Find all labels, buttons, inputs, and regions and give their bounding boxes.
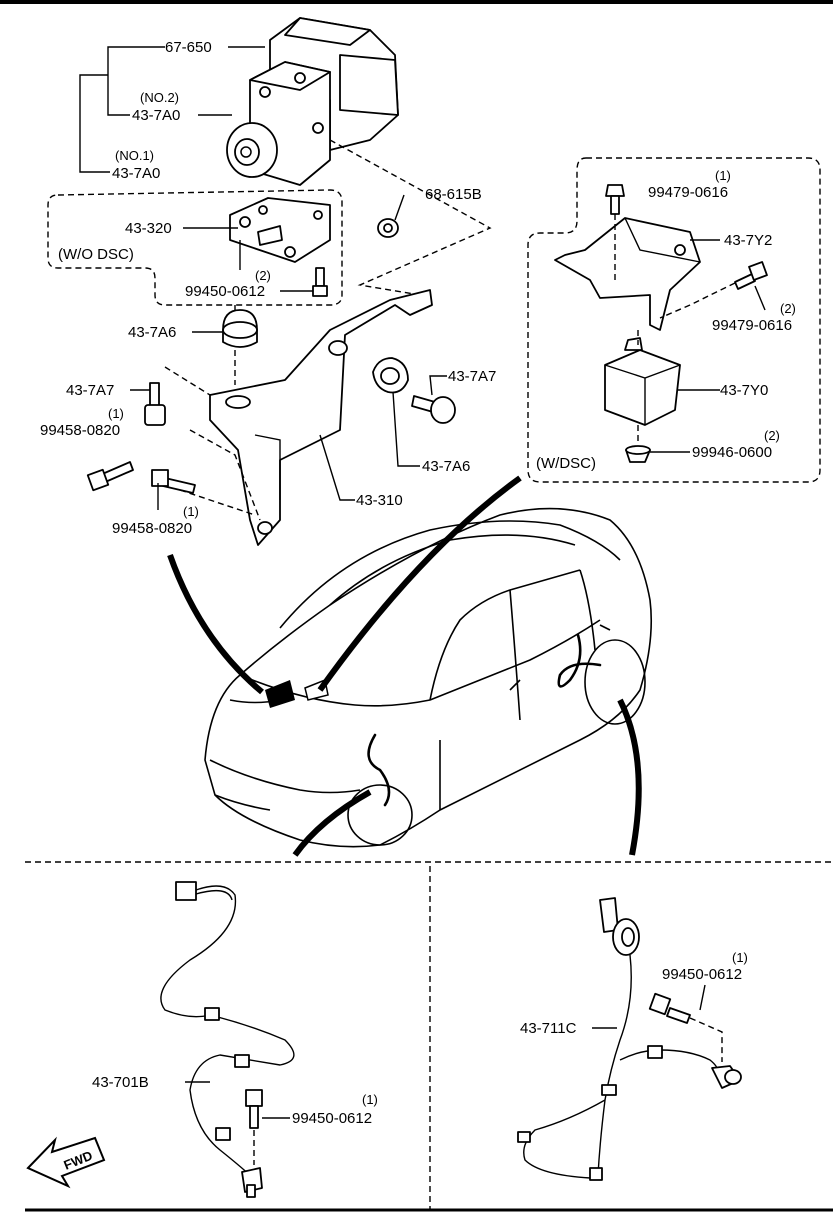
dash-unit-to-bracket (329, 139, 492, 296)
callout-arrow-abs (167, 554, 264, 695)
label-qty-2c: (2) (764, 428, 780, 443)
abs-hydraulic-unit (226, 17, 399, 186)
label-43-7a6-right: 43-7A6 (422, 458, 470, 475)
clip-68-615b (377, 218, 399, 238)
label-99946-0600: 99946-0600 (692, 444, 772, 461)
label-qty-2b: (2) (780, 301, 796, 316)
label-99458-0820-b: 99458-0820 (112, 520, 192, 537)
fwd-arrow-icon: FWD (26, 1136, 106, 1189)
sensor-43-7y0 (604, 337, 681, 426)
label-99479-0616-a: 99479-0616 (648, 184, 728, 201)
label-43-7a0-no2: 43-7A0 (132, 107, 180, 124)
label-99450-0612-b: 99450-0612 (292, 1110, 372, 1127)
label-43-320: 43-320 (125, 220, 172, 237)
bolt-99450-0612-c (648, 992, 691, 1024)
bolt-99450-0612-a (312, 267, 328, 297)
vehicle-outline (204, 507, 653, 848)
leader-lines (79, 46, 766, 510)
label-qty-1e: (1) (732, 950, 748, 965)
label-qty-2a: (2) (255, 268, 271, 283)
label-w-dsc: (W/DSC) (536, 455, 596, 472)
label-43-711c: 43-711C (520, 1020, 577, 1037)
label-68-615b: 68-615B (425, 186, 482, 203)
label-43-7y0: 43-7Y0 (720, 382, 768, 399)
front-wheel-sensor-43-701b (160, 881, 295, 1198)
bracket-43-310 (209, 289, 433, 546)
label-43-7a7-left: 43-7A7 (66, 382, 114, 399)
bolt-99458-0820-a (86, 461, 134, 492)
bolt-99458-0820-b (151, 469, 196, 494)
callout-arrow-rear (617, 698, 642, 856)
rear-wheel-sensor-43-711c (517, 897, 742, 1181)
bolt-99450-0612-b (245, 1089, 263, 1129)
label-qty-1c: (1) (715, 168, 731, 183)
callout-arrow-dsc (317, 475, 522, 692)
label-43-7a7-right: 43-7A7 (448, 368, 496, 385)
nut-99946-0600 (625, 445, 651, 463)
abs-location-mark (265, 680, 295, 708)
mount-43-7a6-right (372, 357, 409, 394)
label-qty-1d: (1) (362, 1092, 378, 1107)
label-99458-0820-a: 99458-0820 (40, 422, 120, 439)
label-67-650: 67-650 (165, 39, 212, 56)
label-43-7a6-top: 43-7A6 (128, 324, 176, 341)
bolt-99479-0616-a (605, 184, 625, 215)
bracket-43-7y2 (554, 217, 701, 331)
label-99450-0612-c: 99450-0612 (662, 966, 742, 983)
callout-arrow-front (292, 789, 372, 857)
bracket-43-320 (229, 197, 331, 263)
label-43-7a0-no1: 43-7A0 (112, 165, 160, 182)
stud-43-7a7-left (144, 382, 166, 426)
label-qty-1b: (1) (183, 504, 199, 519)
label-43-310: 43-310 (356, 492, 403, 509)
label-99479-0616-b: 99479-0616 (712, 317, 792, 334)
label-99450-0612-a: 99450-0612 (185, 283, 265, 300)
label-43-701b: 43-701B (92, 1074, 149, 1091)
mount-43-7a6-top (222, 309, 258, 348)
label-qty-1a: (1) (108, 406, 124, 421)
label-43-7y2: 43-7Y2 (724, 232, 772, 249)
w-dsc-group-box (527, 157, 821, 483)
label-no1: (NO.1) (115, 148, 154, 163)
stud-43-7a7-right (411, 395, 456, 424)
wo-dsc-group-box (47, 189, 343, 306)
harness-front (367, 733, 391, 807)
bolt-99479-0616-b (734, 261, 768, 290)
label-wo-dsc: (W/O DSC) (58, 246, 134, 263)
harness-rear (557, 633, 602, 688)
part-labels: 67-650 (NO.2) 43-7A0 (NO.1) 43-7A0 43-32… (40, 39, 796, 1127)
label-no2: (NO.2) (140, 90, 179, 105)
